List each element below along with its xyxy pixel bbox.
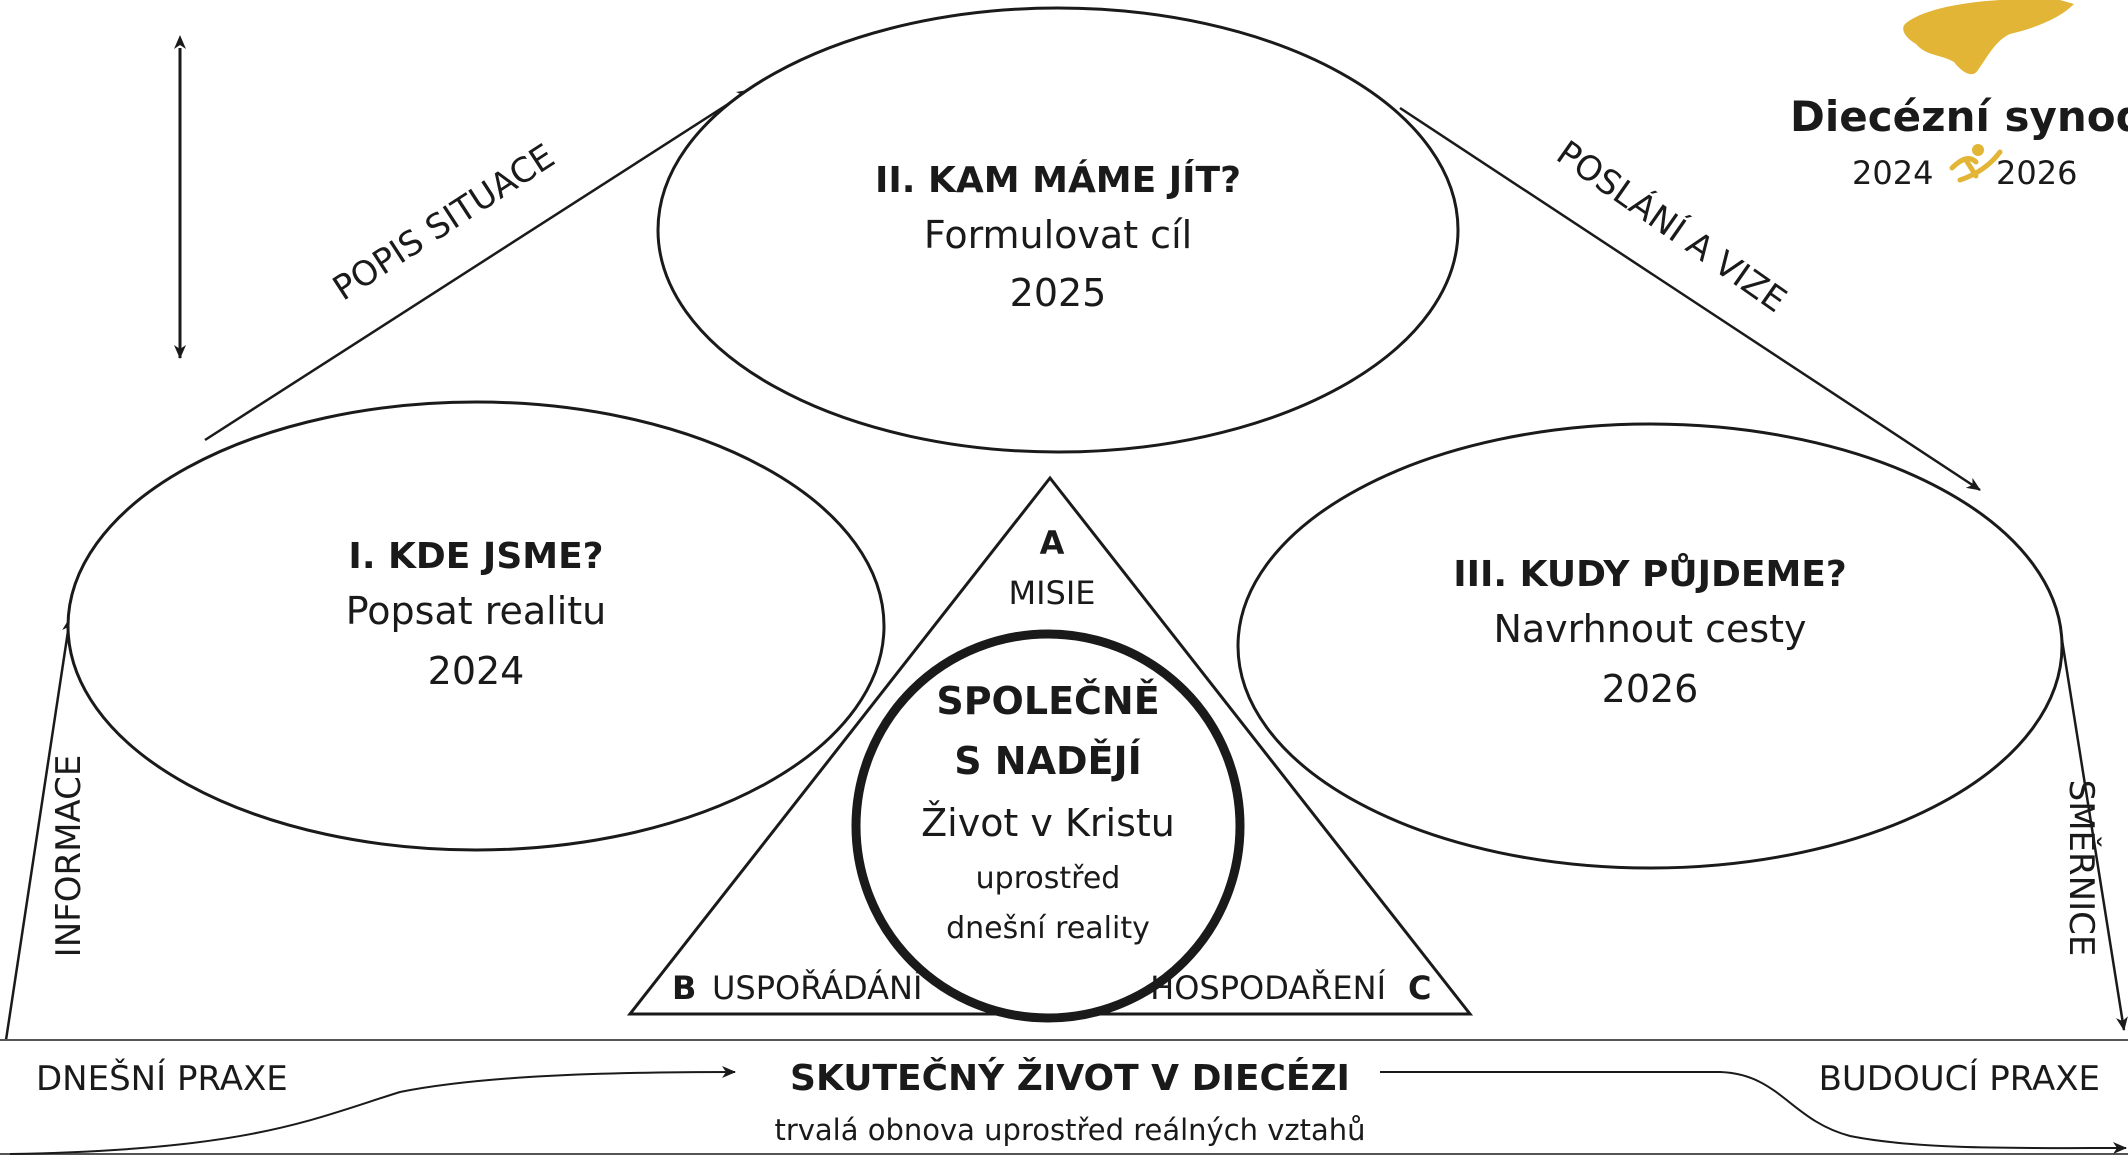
triangle-corner-b-letter: B [672, 969, 696, 1007]
stage-2-heading: II. KAM MÁME JÍT? [875, 159, 1241, 201]
bottom-left-label: DNEŠNÍ PRAXE [36, 1058, 288, 1099]
bottom-flow-arrow-right [1380, 1071, 2127, 1155]
bottom-title: SKUTEČNÝ ŽIVOT V DIECÉZI [790, 1056, 1350, 1099]
synod-logo: Diecézní synoda 2024 2026 [1790, 0, 2128, 192]
logo-region-shape [1903, 0, 2074, 75]
stage-2-task: Formulovat cíl [924, 213, 1192, 257]
center-title-line1: SPOLEČNĚ [936, 679, 1159, 723]
triangle-corner-c-letter: C [1408, 969, 1431, 1007]
arrow-informace [4, 617, 74, 1041]
stage-3-task: Navrhnout cesty [1493, 607, 1806, 651]
bottom-subtitle: trvalá obnova uprostřed reálných vztahů [774, 1113, 1365, 1147]
stage-3-heading: III. KUDY PŮJDEME? [1453, 553, 1847, 595]
triangle-corner-a-label: MISIE [1008, 574, 1095, 612]
logo-title: Diecézní synoda [1790, 92, 2128, 141]
ellipse-stage-1 [66, 400, 886, 852]
label-poslani-a-vize: POSLÁNÍ A VIZE [1549, 132, 1794, 321]
arrow-popis-situace [204, 88, 751, 442]
triangle-corner-a-letter: A [1040, 524, 1065, 562]
stage-2-year: 2025 [1010, 271, 1107, 315]
label-smernice: SMĚRNICE [2061, 780, 2102, 957]
stage-1-year: 2024 [428, 649, 525, 693]
logo-year-start: 2024 [1852, 154, 1933, 192]
stage-1-task: Popsat realitu [346, 589, 607, 633]
stage-1-heading: I. KDE JSME? [348, 536, 603, 577]
logo-figure-icon [1949, 144, 2003, 183]
ellipse-stage-3 [1236, 422, 2064, 870]
arrow-smernice [2060, 639, 2128, 1031]
bottom-right-label: BUDOUCÍ PRAXE [1819, 1058, 2100, 1099]
ellipse-stage-2 [656, 6, 1460, 454]
bottom-flow-arrow-left [9, 1066, 736, 1155]
label-popis-situace: POPIS SITUACE [326, 136, 562, 309]
logo-year-end: 2026 [1996, 154, 2077, 192]
triangle-corner-b-label: USPOŘÁDÁNÍ [712, 969, 922, 1007]
center-title-line2: S NADĚJÍ [954, 739, 1142, 783]
triangle-corner-c-label: HOSPODAŘENÍ [1150, 969, 1386, 1007]
center-circle [851, 629, 1245, 1023]
center-subtitle: Život v Kristu [921, 801, 1175, 845]
label-informace: INFORMACE [49, 755, 89, 958]
center-caption-line1: uprostřed [976, 861, 1121, 896]
arrow-poslani-a-vize [1399, 106, 1981, 492]
stage-3-year: 2026 [1602, 667, 1699, 711]
center-caption-line2: dnešní reality [946, 911, 1150, 946]
